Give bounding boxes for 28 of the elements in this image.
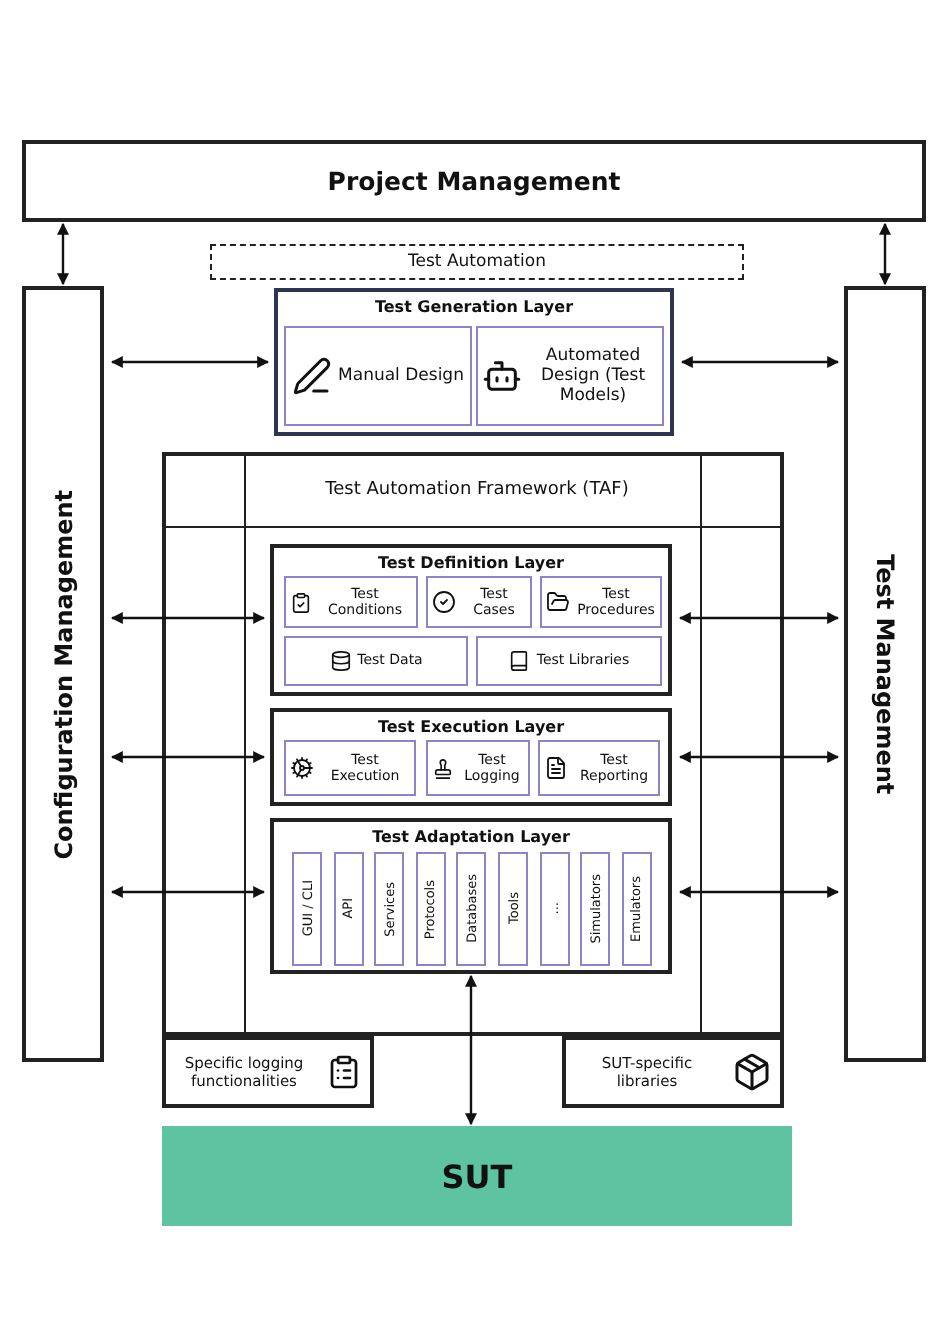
arrow [57, 222, 69, 286]
layer-title: Test Execution Layer [375, 718, 567, 736]
arrow [879, 222, 891, 286]
component-box: Automated Design (Test Models) [476, 326, 664, 426]
layer-box [270, 708, 672, 806]
arrow [110, 612, 266, 624]
layer-box [270, 544, 672, 696]
layer-title: Test Definition Layer [375, 554, 566, 572]
arrow [110, 751, 266, 763]
system-bar: SUT [162, 1126, 792, 1226]
layer-box [270, 818, 672, 974]
component-box: Manual Design [284, 326, 472, 426]
side-column: Test Management [844, 286, 926, 1062]
arrow [110, 886, 266, 898]
layer-box [274, 288, 674, 436]
framework-frame [162, 452, 784, 1036]
arrow [110, 356, 270, 368]
side-column: Configuration Management [22, 286, 104, 1062]
arrow [678, 751, 840, 763]
layer-title: Test Generation Layer [372, 298, 576, 316]
dashed-box: Test Automation [210, 244, 744, 280]
framework-title: Test Automation Framework (TAF) [323, 478, 631, 504]
arrow [680, 356, 840, 368]
arrow [678, 886, 840, 898]
process-box: Project Management [22, 140, 926, 222]
arrow [465, 974, 477, 1126]
arrow [678, 612, 840, 624]
layer-title: Test Adaptation Layer [370, 828, 572, 846]
